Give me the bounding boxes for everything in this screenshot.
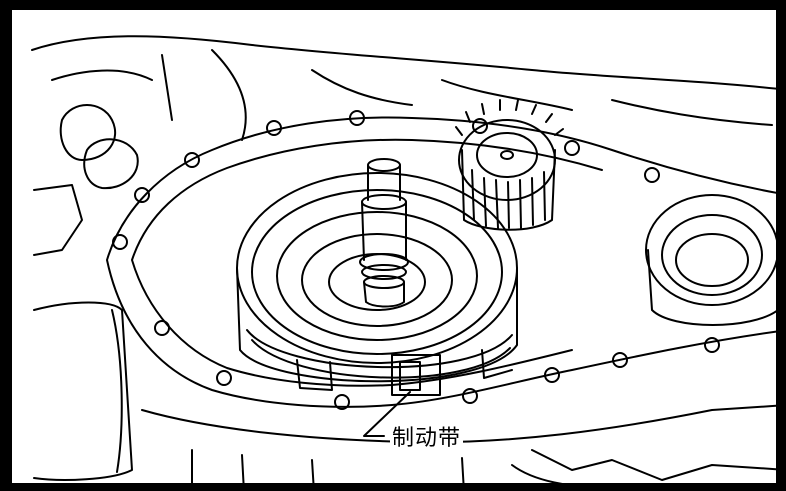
brake-band-callout-label: 制动带 xyxy=(390,426,464,451)
transmission-line-drawing xyxy=(31,35,776,483)
housing-upper-ridges xyxy=(51,49,773,141)
callout-leader-line xyxy=(363,391,411,437)
housing-upper-detail xyxy=(59,104,117,161)
clutch-drum xyxy=(236,172,518,383)
housing-left-boss xyxy=(83,138,139,190)
left-bore xyxy=(33,301,133,481)
idler-gear xyxy=(455,99,564,231)
flange-bolt-holes xyxy=(112,110,720,410)
right-bore xyxy=(645,194,776,326)
input-shaft xyxy=(359,158,409,308)
brake-band xyxy=(246,329,513,396)
housing-left-edge xyxy=(33,184,83,256)
lower-housing xyxy=(141,404,776,483)
housing-top-contour xyxy=(31,35,776,90)
case-flange-outline xyxy=(106,116,776,408)
